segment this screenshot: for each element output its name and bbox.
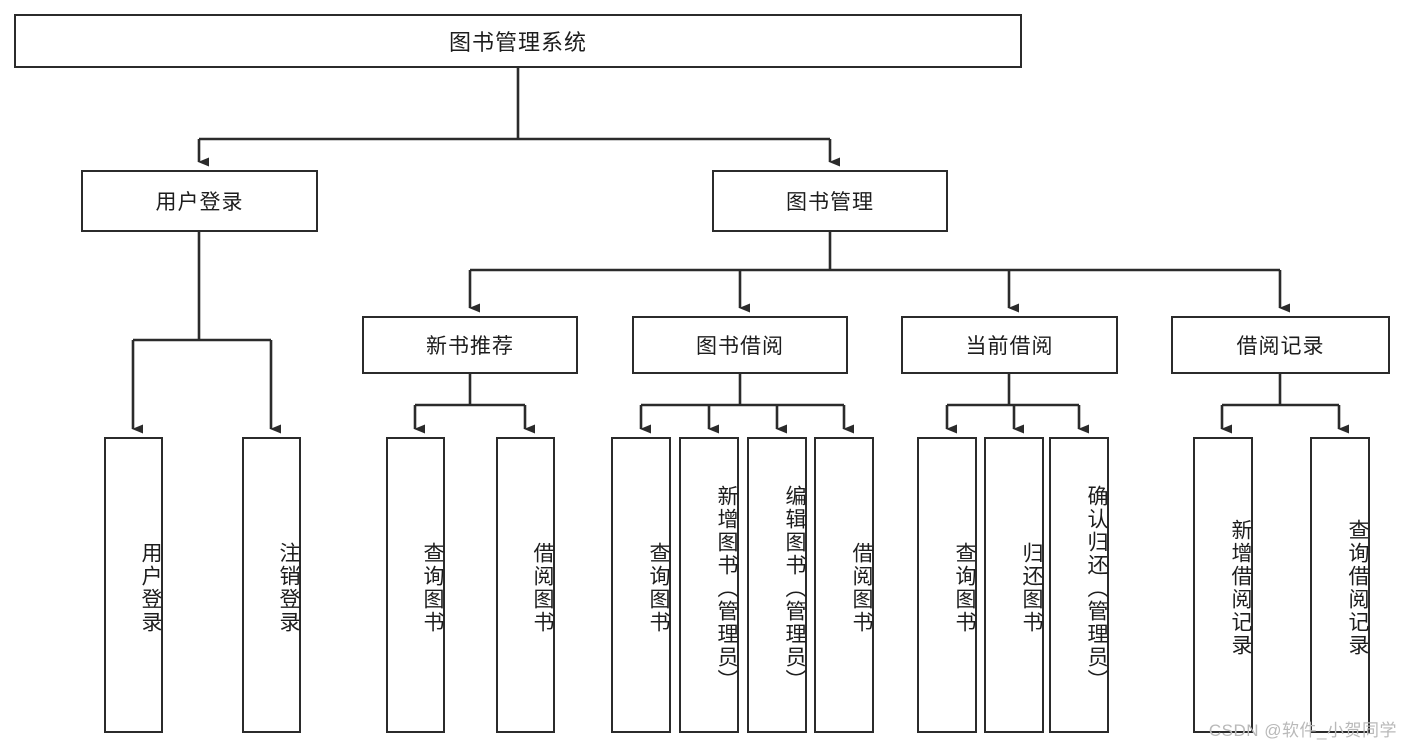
node-label: 图书管理系统 <box>448 30 587 55</box>
node-label: 查询图书 <box>421 542 444 634</box>
node-label: 归还图书 <box>1020 542 1043 634</box>
node-label: 图书借阅 <box>696 335 784 358</box>
node-label: 当前借阅 <box>965 335 1054 358</box>
node-new-book-recommendation[interactable]: 新书推荐 <box>362 316 578 374</box>
leaf-user-login-logout[interactable]: 注销登录 <box>242 437 301 733</box>
leaf-current-borrow-query-books[interactable]: 查询图书 <box>917 437 977 733</box>
node-root-book-management-system[interactable]: 图书管理系统 <box>14 14 1022 68</box>
node-label: 借阅图书 <box>531 542 554 634</box>
node-label: 确认归还（管理员） <box>1085 484 1108 692</box>
node-label: 用户登录 <box>155 191 244 214</box>
node-label: 借阅记录 <box>1236 335 1325 358</box>
node-label: 查询借阅记录 <box>1346 519 1369 657</box>
leaf-borrow-record-add-record[interactable]: 新增借阅记录 <box>1193 437 1253 733</box>
node-borrowing-record[interactable]: 借阅记录 <box>1171 316 1390 374</box>
node-label: 借阅图书 <box>850 542 873 634</box>
leaf-book-borrow-borrow-books[interactable]: 借阅图书 <box>814 437 874 733</box>
leaf-new-book-borrow-books[interactable]: 借阅图书 <box>496 437 555 733</box>
node-label: 查询图书 <box>647 542 670 634</box>
node-label: 图书管理 <box>786 191 874 214</box>
leaf-new-book-query-books[interactable]: 查询图书 <box>386 437 445 733</box>
node-book-management[interactable]: 图书管理 <box>712 170 948 232</box>
node-label: 查询图书 <box>953 542 976 634</box>
leaf-user-login-login[interactable]: 用户登录 <box>104 437 163 733</box>
node-user-login[interactable]: 用户登录 <box>81 170 318 232</box>
node-label: 新增图书（管理员） <box>715 484 738 692</box>
node-label: 编辑图书（管理员） <box>783 484 806 692</box>
leaf-book-borrow-edit-book-admin[interactable]: 编辑图书（管理员） <box>747 437 807 733</box>
node-label: 注销登录 <box>277 542 300 634</box>
node-label: 新书推荐 <box>426 335 514 358</box>
leaf-current-borrow-confirm-return-admin[interactable]: 确认归还（管理员） <box>1049 437 1109 733</box>
leaf-current-borrow-return-books[interactable]: 归还图书 <box>984 437 1044 733</box>
leaf-borrow-record-query-record[interactable]: 查询借阅记录 <box>1310 437 1370 733</box>
node-book-borrowing[interactable]: 图书借阅 <box>632 316 848 374</box>
node-label: 用户登录 <box>139 542 162 634</box>
leaf-book-borrow-query-books[interactable]: 查询图书 <box>611 437 671 733</box>
node-label: 新增借阅记录 <box>1229 519 1252 657</box>
node-current-borrowing[interactable]: 当前借阅 <box>901 316 1118 374</box>
leaf-book-borrow-add-book-admin[interactable]: 新增图书（管理员） <box>679 437 739 733</box>
csdn-watermark: CSDN @软件_小贺同学 <box>1208 721 1397 740</box>
